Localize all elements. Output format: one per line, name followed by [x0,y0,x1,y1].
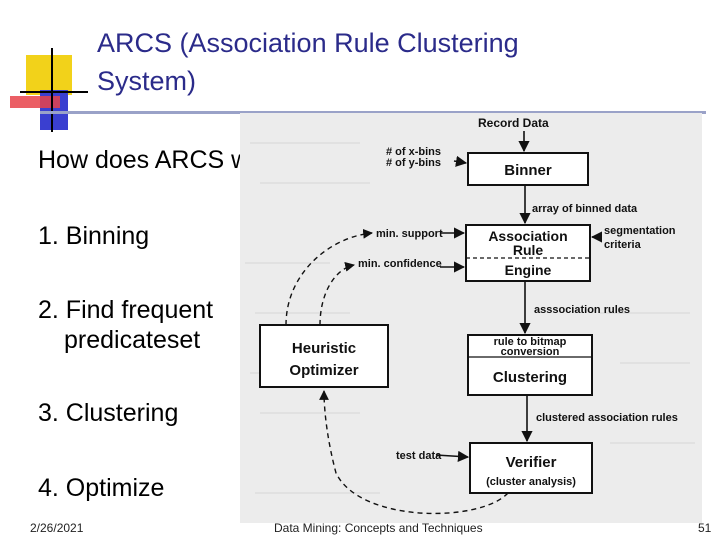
arrow-bins-to-binner [453,155,468,167]
footer-date: 2/26/2021 [30,521,84,535]
rule-to-bitmap-label: rule to bitmap [494,336,567,348]
record-data-label: Record Data [478,116,549,130]
step-optimize: 4. Optimize [38,474,165,502]
footer-course: Data Mining: Concepts and Techniques [274,521,483,535]
association-rules-label: asssociation rules [534,304,630,316]
conversion-label: conversion [501,346,560,358]
y-bins-label: # of y-bins [386,157,441,169]
logo-yellow-square [26,55,72,95]
verifier-label: Verifier [506,454,557,471]
array-binned-label: array of binned data [532,203,638,215]
ar-engine-box [465,224,591,282]
ar-engine-line-2: Rule [513,242,544,258]
verifier-box [469,442,593,494]
arrow-testdata-to-verifier [435,450,470,462]
step-find-frequent: 2. Find frequent [38,296,214,324]
segmentation-label: segmentation [604,225,676,237]
clustering-label: Clustering [493,369,567,386]
arcs-diagram: Record Data # of x-bins # of y-bins Binn… [240,113,702,523]
step-find-frequent-cont: predicateset [64,326,201,354]
dashed-verifier-to-optimizer [319,390,509,515]
clustered-rules-label: clustered association rules [536,412,678,424]
cluster-analysis-label: (cluster analysis) [486,476,576,488]
title-line-1: ARCS (Association Rule Clustering [97,28,519,58]
x-bins-label: # of x-bins [386,146,441,158]
title-divider [40,111,706,114]
logo-red-bar [10,96,60,108]
step-clustering: 3. Clustering [38,399,179,427]
clustering-box [467,334,593,396]
min-confidence-label: min. confidence [358,258,442,270]
ar-engine-line-1: Association [488,228,567,244]
optimizer-label: Optimizer [289,362,358,379]
slide-title: ARCS (Association Rule Clustering System… [97,24,697,100]
heuristic-label: Heuristic [292,340,356,357]
title-line-2: System) [97,66,197,96]
ar-engine-line-3: Engine [505,262,552,278]
slide-logo [10,48,88,132]
binner-box [467,152,589,186]
criteria-label: criteria [604,239,642,251]
binner-label: Binner [504,162,552,179]
min-support-label: min. support [376,228,443,240]
footer-page-number: 51 [698,521,712,535]
test-data-label: test data [396,450,442,462]
optimizer-box [259,324,389,388]
step-binning: 1. Binning [38,222,150,250]
